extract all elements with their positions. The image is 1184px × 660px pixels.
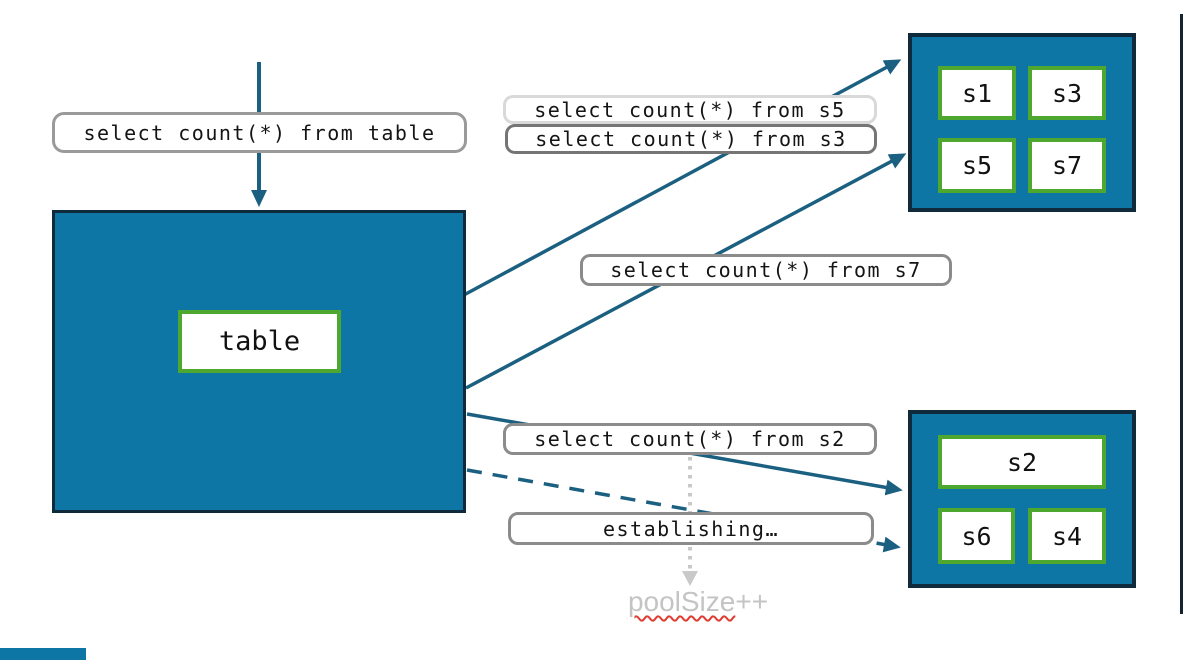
arrow-establishing-dashed: [466, 468, 901, 553]
shard-cell-s2: s2: [938, 435, 1106, 489]
table-cell: table: [178, 310, 341, 373]
shard-cell-s3: s3: [1028, 66, 1106, 120]
poolsize-increment: ++: [735, 586, 769, 617]
shard-cell-s4: s4: [1028, 508, 1106, 564]
poolsize-annotation: poolSize++: [598, 586, 798, 618]
shard-cell-s5: s5: [938, 138, 1016, 193]
query-s7-label: select count(*) from s7: [580, 254, 952, 286]
shard-cell-s1: s1: [938, 66, 1016, 120]
slide-accent-bar: [0, 648, 86, 660]
client-query-label: select count(*) from table: [52, 112, 467, 153]
slide-right-edge: [1180, 14, 1183, 614]
establishing-label: establishing…: [508, 512, 874, 545]
shard-cell-s7: s7: [1028, 138, 1106, 193]
shard-cell-s6: s6: [938, 508, 1015, 564]
query-s2-label: select count(*) from s2: [503, 423, 877, 455]
poolsize-word: poolSize: [627, 586, 736, 617]
query-s3-label: select count(*) from s3: [505, 124, 877, 154]
query-s5-label: select count(*) from s5: [503, 95, 877, 124]
